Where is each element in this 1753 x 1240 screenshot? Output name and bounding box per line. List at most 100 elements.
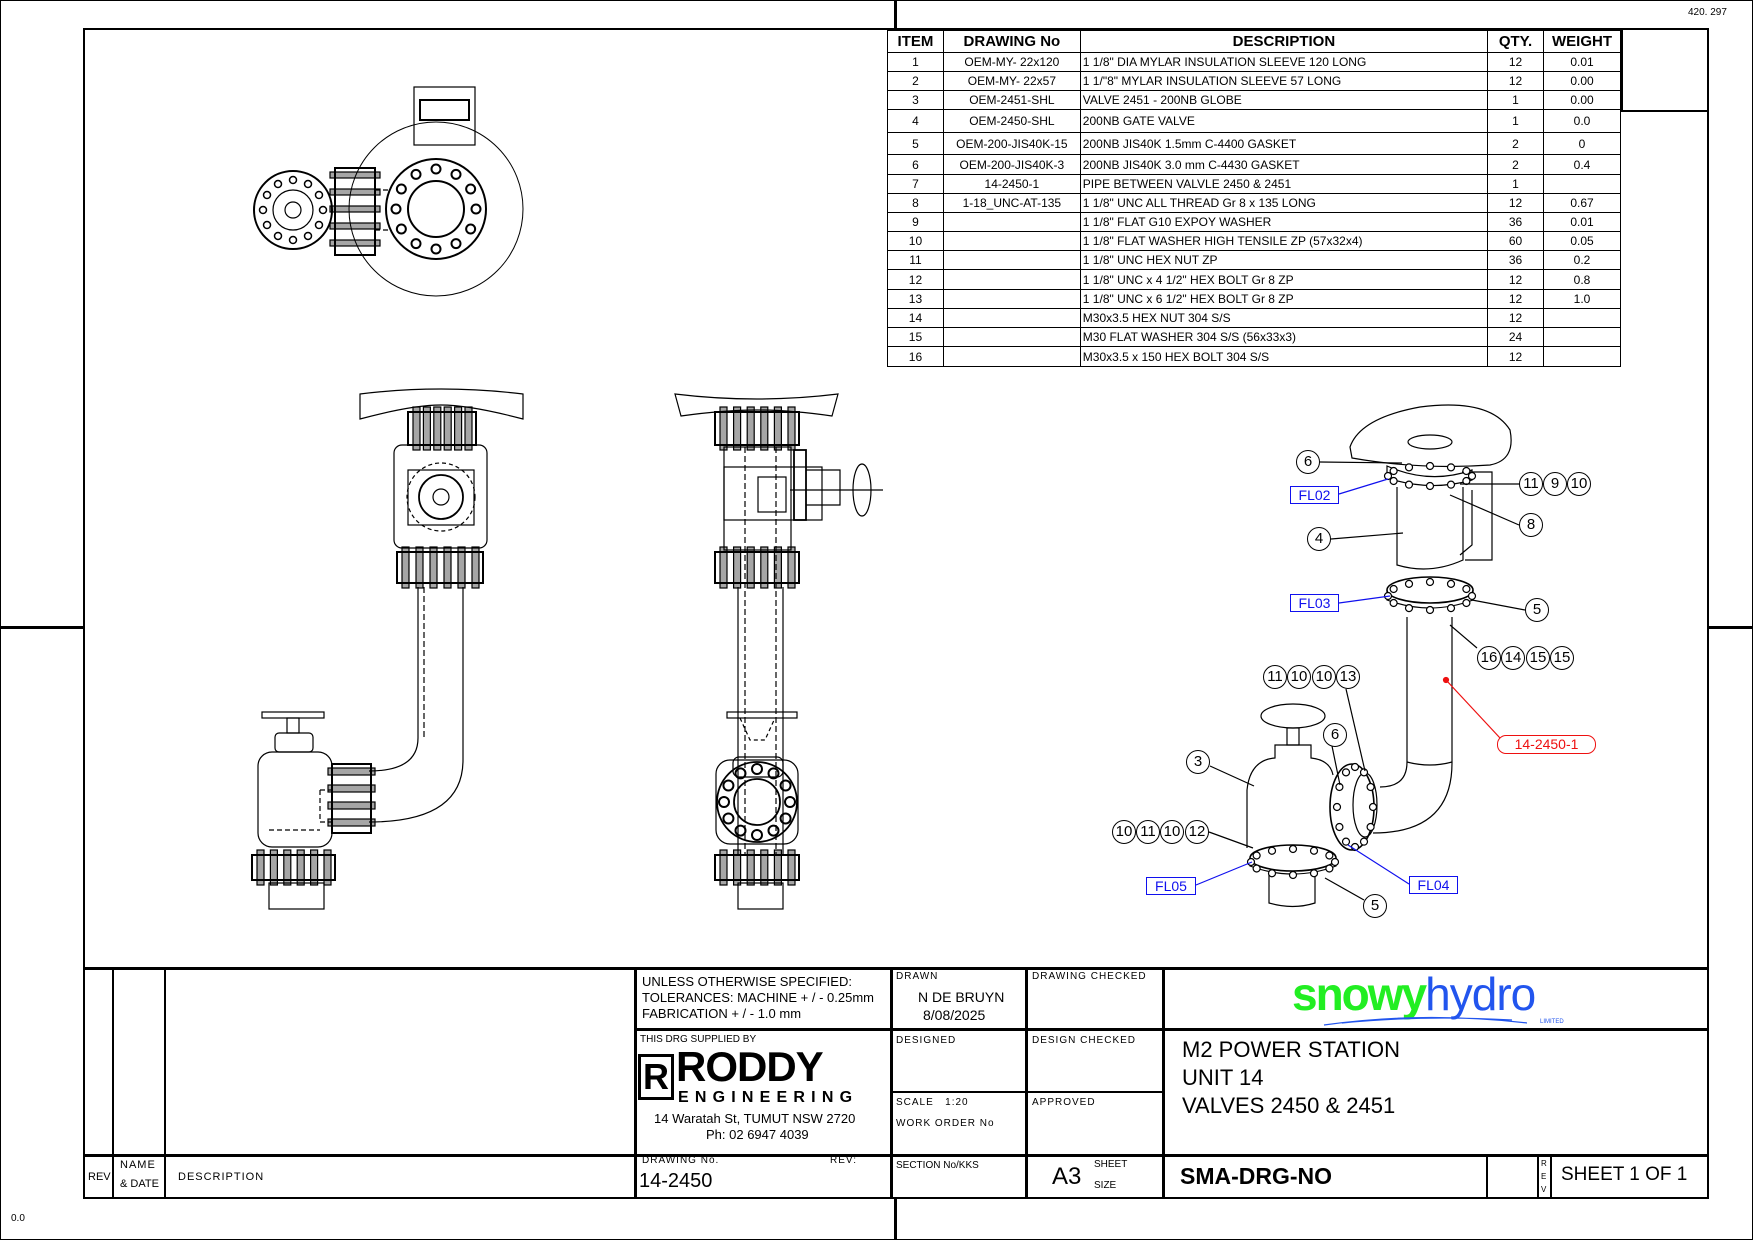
logo-swoosh	[1323, 1016, 1528, 1026]
bom-cell-weight: 0.2	[1543, 250, 1621, 270]
bolt	[323, 849, 332, 886]
bolt-head	[718, 796, 730, 808]
bolt	[443, 546, 452, 589]
roddy-mark: R	[638, 1054, 674, 1100]
flange	[251, 854, 336, 881]
bolt-head	[288, 235, 298, 245]
drawn-label: DRAWN	[896, 971, 939, 982]
bom-cell-desc: M30x3.5 x 150 HEX BOLT 304 S/S	[1079, 346, 1489, 367]
bom-cell-qty: 12	[1487, 346, 1544, 367]
bom-header-description: DESCRIPTION	[1079, 30, 1489, 53]
bolt	[773, 849, 783, 886]
bom-cell-qty: 2	[1487, 154, 1544, 175]
bom-cell-qty: 12	[1487, 308, 1544, 328]
supplier-phone: Ph: 02 6947 4039	[706, 1127, 809, 1142]
section-label: SECTION No/KKS	[896, 1160, 979, 1171]
title-block-top	[84, 967, 1707, 970]
center-mark-top	[894, 0, 897, 30]
bom-cell-qty: 1	[1487, 90, 1544, 110]
bom-cell-item: 6	[887, 154, 944, 175]
bolt-head	[1341, 768, 1351, 777]
bom-cell-desc: 1 1/8" UNC x 6 1/2" HEX BOLT Gr 8 ZP	[1079, 289, 1489, 309]
bolt-head	[1368, 802, 1378, 812]
callout-balloon: 16	[1477, 646, 1501, 670]
bom-cell-desc: M30 FLAT WASHER 304 S/S (56x33x3)	[1079, 327, 1489, 347]
outer-border-top	[0, 0, 1753, 1]
bolt-head	[1446, 579, 1456, 588]
bolt-head	[303, 179, 313, 189]
drawing-number: 14-2450	[639, 1170, 713, 1192]
bolt-head	[734, 767, 747, 780]
bom-cell-weight: 0	[1543, 132, 1621, 155]
bom-cell-drawing: OEM-2451-SHL	[942, 90, 1081, 110]
bom-cell-drawing	[942, 250, 1081, 270]
bolt-head	[1467, 591, 1477, 601]
bolt-head	[1467, 471, 1477, 481]
bolt	[256, 849, 265, 886]
bolt-head	[1267, 869, 1277, 878]
drawn-date: 8/08/2025	[923, 1007, 986, 1023]
callout-balloon: 5	[1525, 598, 1549, 622]
bom-cell-desc: 200NB JIS40K 3.0 mm C-4430 GASKET	[1079, 154, 1489, 175]
bolt-head	[1404, 604, 1414, 613]
bom-cell-item: 4	[887, 109, 944, 133]
bom-cell-weight: 0.01	[1543, 52, 1621, 72]
bolt-head	[1335, 822, 1344, 832]
callout-balloon: 11	[1519, 472, 1543, 496]
bolt	[746, 406, 755, 451]
flange-tag-fl04: FL04	[1409, 876, 1458, 894]
bolt-head	[722, 779, 735, 792]
bom-header-weight: WEIGHT	[1543, 30, 1621, 53]
title-divider	[84, 1154, 1707, 1157]
bolt	[329, 222, 381, 230]
bom-cell-desc: 1 1/8" FLAT G10 EXPOY WASHER	[1079, 212, 1489, 232]
callout-balloon: 6	[1323, 723, 1347, 747]
client-drawing-number: SMA-DRG-NO	[1180, 1163, 1333, 1189]
drawing-no-label: DRAWING No.	[642, 1155, 720, 1166]
bolt-head	[1359, 837, 1369, 846]
callout-balloon: 5	[1363, 894, 1387, 918]
bolt	[773, 406, 783, 451]
isometric-view	[1195, 404, 1549, 908]
bom-cell-desc: 1 1/8" UNC ALL THREAD Gr 8 x 135 LONG	[1079, 193, 1489, 213]
revision-rev-label: REV	[88, 1171, 111, 1183]
title-divider	[1550, 1155, 1552, 1197]
rev-vertical-label: R E V	[1541, 1157, 1547, 1196]
bolt	[464, 406, 473, 451]
flange-tag-fl02: FL02	[1290, 486, 1339, 504]
center-mark-bottom	[894, 1197, 897, 1240]
tolerance-line-3: FABRICATION + / - 1.0 mm	[642, 1006, 802, 1021]
bolt	[327, 801, 376, 810]
origin-readout: 0.0	[11, 1213, 25, 1224]
bom-cell-drawing: 1-18_UNC-AT-135	[942, 193, 1081, 213]
bom-cell-drawing: OEM-MY- 22x120	[942, 52, 1081, 72]
bolt-head	[1425, 481, 1435, 491]
bolt-head	[1288, 844, 1298, 854]
bolt-head	[262, 190, 272, 200]
bom-cell-item: 11	[887, 250, 944, 270]
bolt-head	[262, 220, 272, 230]
bom-cell-desc: 1 1/8" UNC x 4 1/2" HEX BOLT Gr 8 ZP	[1079, 269, 1489, 290]
bolt	[787, 406, 796, 451]
bom-cell-desc: 1 1/8" FLAT WASHER HIGH TENSILE ZP (57x3…	[1079, 231, 1489, 251]
callout-balloon: 10	[1112, 820, 1136, 844]
title-line-3: VALVES 2450 & 2451	[1182, 1093, 1396, 1118]
bolt-head	[1425, 577, 1435, 587]
flange	[714, 854, 800, 881]
bolt-head	[1252, 864, 1261, 873]
work-order-label: WORK ORDER No	[896, 1118, 995, 1129]
bolt-head	[1462, 584, 1471, 594]
title-divider	[1025, 968, 1028, 1197]
bolt	[283, 849, 292, 886]
bolt-head	[430, 243, 442, 255]
scale-label: SCALE 1:20	[896, 1097, 969, 1109]
sheet-size-readout: 420. 297	[1688, 7, 1727, 18]
bolt	[310, 849, 319, 886]
bom-cell-item: 13	[887, 289, 944, 309]
callout-balloon: 9	[1543, 472, 1567, 496]
bolt-head	[1366, 822, 1375, 832]
side-view	[674, 393, 883, 910]
